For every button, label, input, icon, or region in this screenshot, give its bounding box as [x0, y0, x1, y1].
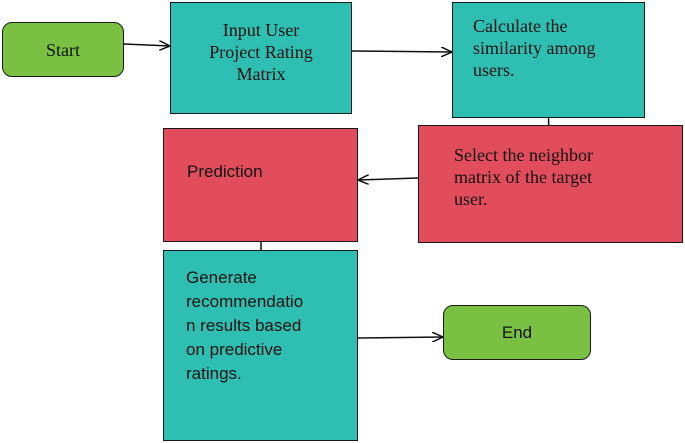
- arrow-input-to-calculate: [351, 51, 452, 52]
- select-neighbor-node: Select the neighbor matrix of the target…: [418, 125, 683, 243]
- end-label: End: [501, 322, 533, 342]
- select-neighbor-label: Select the neighbor matrix of the target…: [454, 145, 593, 209]
- prediction-node: Prediction: [163, 128, 358, 242]
- arrow-select-to-prediction: [358, 178, 419, 180]
- calculate-similarity-node: Calculate the similarity among users.: [452, 2, 645, 118]
- calculate-similarity-label: Calculate the similarity among users.: [473, 16, 596, 80]
- input-matrix-label: Input User Project Rating Matrix: [209, 20, 313, 84]
- arrow-generate-to-end: [357, 337, 443, 338]
- end-node: End: [443, 305, 591, 360]
- arrow-start-to-input: [123, 44, 170, 46]
- prediction-label: Prediction: [187, 162, 263, 181]
- input-matrix-node: Input User Project Rating Matrix: [170, 2, 352, 114]
- start-label: Start: [46, 39, 80, 60]
- generate-results-node: Generate recommendatio n results based o…: [163, 250, 358, 441]
- start-node: Start: [2, 22, 124, 77]
- generate-results-label: Generate recommendatio n results based o…: [186, 268, 304, 383]
